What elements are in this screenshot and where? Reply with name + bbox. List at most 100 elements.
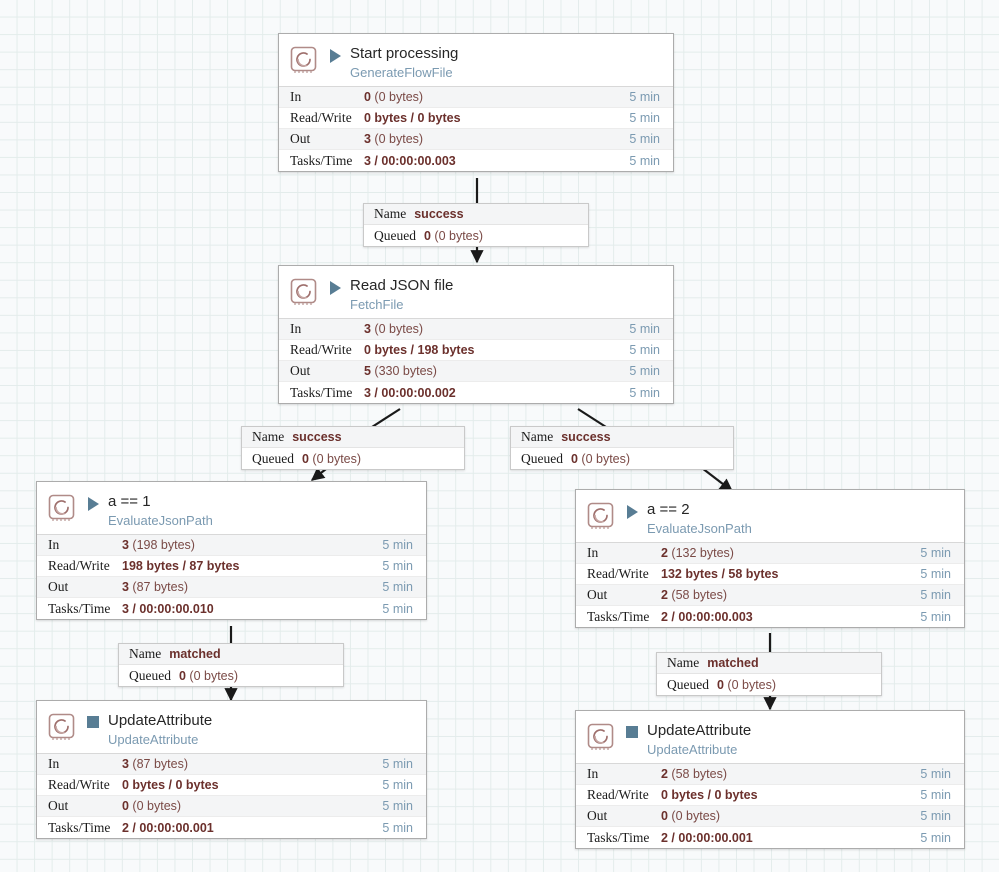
stat-label-read-write: Read/Write (48, 777, 110, 792)
processor-header: a == 1 EvaluateJsonPath (37, 482, 426, 534)
connection-name-row: Name success (242, 427, 464, 448)
stat-time-tasks-time: 5 min (629, 385, 660, 400)
connection-queued-key: Queued (521, 450, 563, 466)
play-icon[interactable] (86, 497, 100, 511)
stat-time-out: 5 min (382, 799, 413, 813)
processor-type: GenerateFlowFile (350, 65, 453, 80)
processor-header: Read JSON file FetchFile (279, 266, 673, 318)
connection-queued-key: Queued (374, 227, 416, 243)
stat-row-tasks-time: Tasks/Time 3 / 00:00:00.002 5 min (279, 382, 673, 403)
stop-icon[interactable] (86, 716, 100, 728)
processor-a-equals-2[interactable]: a == 2 EvaluateJsonPath In 2 (132 bytes)… (575, 489, 965, 628)
connection-name-value: matched (707, 656, 759, 670)
connection-queued-row: Queued 0 (0 bytes) (242, 448, 464, 469)
connection-name-key: Name (521, 429, 554, 444)
stat-label-read-write: Read/Write (290, 342, 352, 357)
stat-value-tasks-time: 2 / 00:00:00.001 (661, 830, 753, 845)
stat-label-in: In (587, 766, 599, 781)
connection-label-read-to-a1[interactable]: Name success Queued 0 (0 bytes) (241, 426, 465, 470)
connection-queued-key: Queued (252, 450, 294, 466)
stat-label-tasks-time: Tasks/Time (587, 608, 650, 624)
stat-label-out: Out (290, 131, 311, 146)
stat-label-tasks-time: Tasks/Time (290, 152, 353, 168)
stat-time-in: 5 min (920, 767, 951, 781)
processor-update-attribute-left[interactable]: UpdateAttribute UpdateAttribute In 3 (87… (36, 700, 427, 839)
stat-value-out: 2 (58 bytes) (661, 588, 728, 602)
processor-update-attribute-right[interactable]: UpdateAttribute UpdateAttribute In 2 (58… (575, 710, 965, 849)
stop-icon[interactable] (625, 726, 639, 738)
processor-titles: UpdateAttribute UpdateAttribute (108, 711, 212, 748)
play-icon[interactable] (328, 281, 342, 295)
stat-time-in: 5 min (382, 538, 413, 552)
stat-row-in: In 3 (198 bytes) 5 min (37, 535, 426, 556)
stat-row-tasks-time: Tasks/Time 2 / 00:00:00.001 5 min (37, 817, 426, 838)
stat-row-tasks-time: Tasks/Time 3 / 00:00:00.010 5 min (37, 598, 426, 619)
stat-row-read-write: Read/Write 0 bytes / 0 bytes 5 min (37, 775, 426, 796)
stat-value-read-write: 0 bytes / 0 bytes (122, 778, 219, 792)
stat-label-tasks-time: Tasks/Time (48, 600, 111, 616)
stat-label-out: Out (48, 798, 69, 813)
stat-label-read-write: Read/Write (587, 787, 649, 802)
stat-label-in: In (290, 89, 302, 104)
stat-value-in: 3 (0 bytes) (364, 322, 424, 336)
processor-chip-icon (47, 493, 77, 523)
stat-time-read-write: 5 min (382, 559, 413, 573)
stat-time-in: 5 min (629, 322, 660, 336)
stat-row-in: In 2 (58 bytes) 5 min (576, 764, 964, 785)
processor-titles: a == 2 EvaluateJsonPath (647, 500, 752, 537)
play-icon[interactable] (328, 49, 342, 63)
processor-stats: In 2 (58 bytes) 5 min Read/Write 0 bytes… (576, 763, 964, 848)
stat-row-read-write: Read/Write 0 bytes / 0 bytes 5 min (576, 785, 964, 806)
processor-chip-icon (586, 722, 616, 752)
stat-time-out: 5 min (382, 580, 413, 594)
connection-name-row: Name matched (119, 644, 343, 665)
stat-label-read-write: Read/Write (48, 558, 110, 573)
stat-value-out: 0 (0 bytes) (122, 799, 182, 813)
connection-label-a1-to-update[interactable]: Name matched Queued 0 (0 bytes) (118, 643, 344, 687)
connection-queued-row: Queued 0 (0 bytes) (364, 225, 588, 246)
stat-value-read-write: 198 bytes / 87 bytes (122, 559, 240, 573)
stat-time-tasks-time: 5 min (382, 601, 413, 616)
connection-label-read-to-a2[interactable]: Name success Queued 0 (0 bytes) (510, 426, 734, 470)
stat-value-in: 2 (58 bytes) (661, 767, 728, 781)
stat-label-out: Out (587, 587, 608, 602)
stat-time-out: 5 min (629, 132, 660, 146)
processor-a-equals-1[interactable]: a == 1 EvaluateJsonPath In 3 (198 bytes)… (36, 481, 427, 620)
stat-row-read-write: Read/Write 132 bytes / 58 bytes 5 min (576, 564, 964, 585)
processor-start-processing[interactable]: Start processing GenerateFlowFile In 0 (… (278, 33, 674, 172)
stat-time-out: 5 min (629, 364, 660, 378)
stat-value-out: 3 (0 bytes) (364, 132, 424, 146)
processor-chip-icon (289, 277, 319, 307)
stat-label-read-write: Read/Write (290, 110, 352, 125)
connection-name-value: success (561, 430, 611, 444)
stat-value-read-write: 132 bytes / 58 bytes (661, 567, 779, 581)
processor-chip-icon (289, 45, 319, 75)
connection-label-a2-to-update[interactable]: Name matched Queued 0 (0 bytes) (656, 652, 882, 696)
processor-name: Read JSON file (350, 277, 454, 294)
stat-row-read-write: Read/Write 0 bytes / 198 bytes 5 min (279, 340, 673, 361)
stat-value-in: 3 (87 bytes) (122, 757, 189, 771)
processor-header: a == 2 EvaluateJsonPath (576, 490, 964, 542)
stat-time-read-write: 5 min (920, 788, 951, 802)
stat-row-out: Out 3 (87 bytes) 5 min (37, 577, 426, 598)
processor-chip-icon (586, 501, 616, 531)
processor-header: UpdateAttribute UpdateAttribute (576, 711, 964, 763)
processor-read-json-file[interactable]: Read JSON file FetchFile In 3 (0 bytes) … (278, 265, 674, 404)
stat-time-read-write: 5 min (382, 778, 413, 792)
connection-label-start-to-read[interactable]: Name success Queued 0 (0 bytes) (363, 203, 589, 247)
processor-name: a == 2 (647, 501, 690, 518)
stat-time-tasks-time: 5 min (629, 153, 660, 168)
connection-name-row: Name success (511, 427, 733, 448)
stat-time-read-write: 5 min (629, 343, 660, 357)
processor-type: UpdateAttribute (108, 732, 199, 747)
stat-row-tasks-time: Tasks/Time 2 / 00:00:00.003 5 min (576, 606, 964, 627)
stat-value-read-write: 0 bytes / 0 bytes (661, 788, 758, 802)
stat-label-tasks-time: Tasks/Time (48, 819, 111, 835)
connection-name-value: success (292, 430, 342, 444)
connection-name-key: Name (374, 206, 407, 221)
stat-value-tasks-time: 3 / 00:00:00.003 (364, 153, 456, 168)
connection-queued-value: 0 (0 bytes) (423, 228, 484, 243)
play-icon[interactable] (625, 505, 639, 519)
processor-type: EvaluateJsonPath (647, 521, 752, 536)
